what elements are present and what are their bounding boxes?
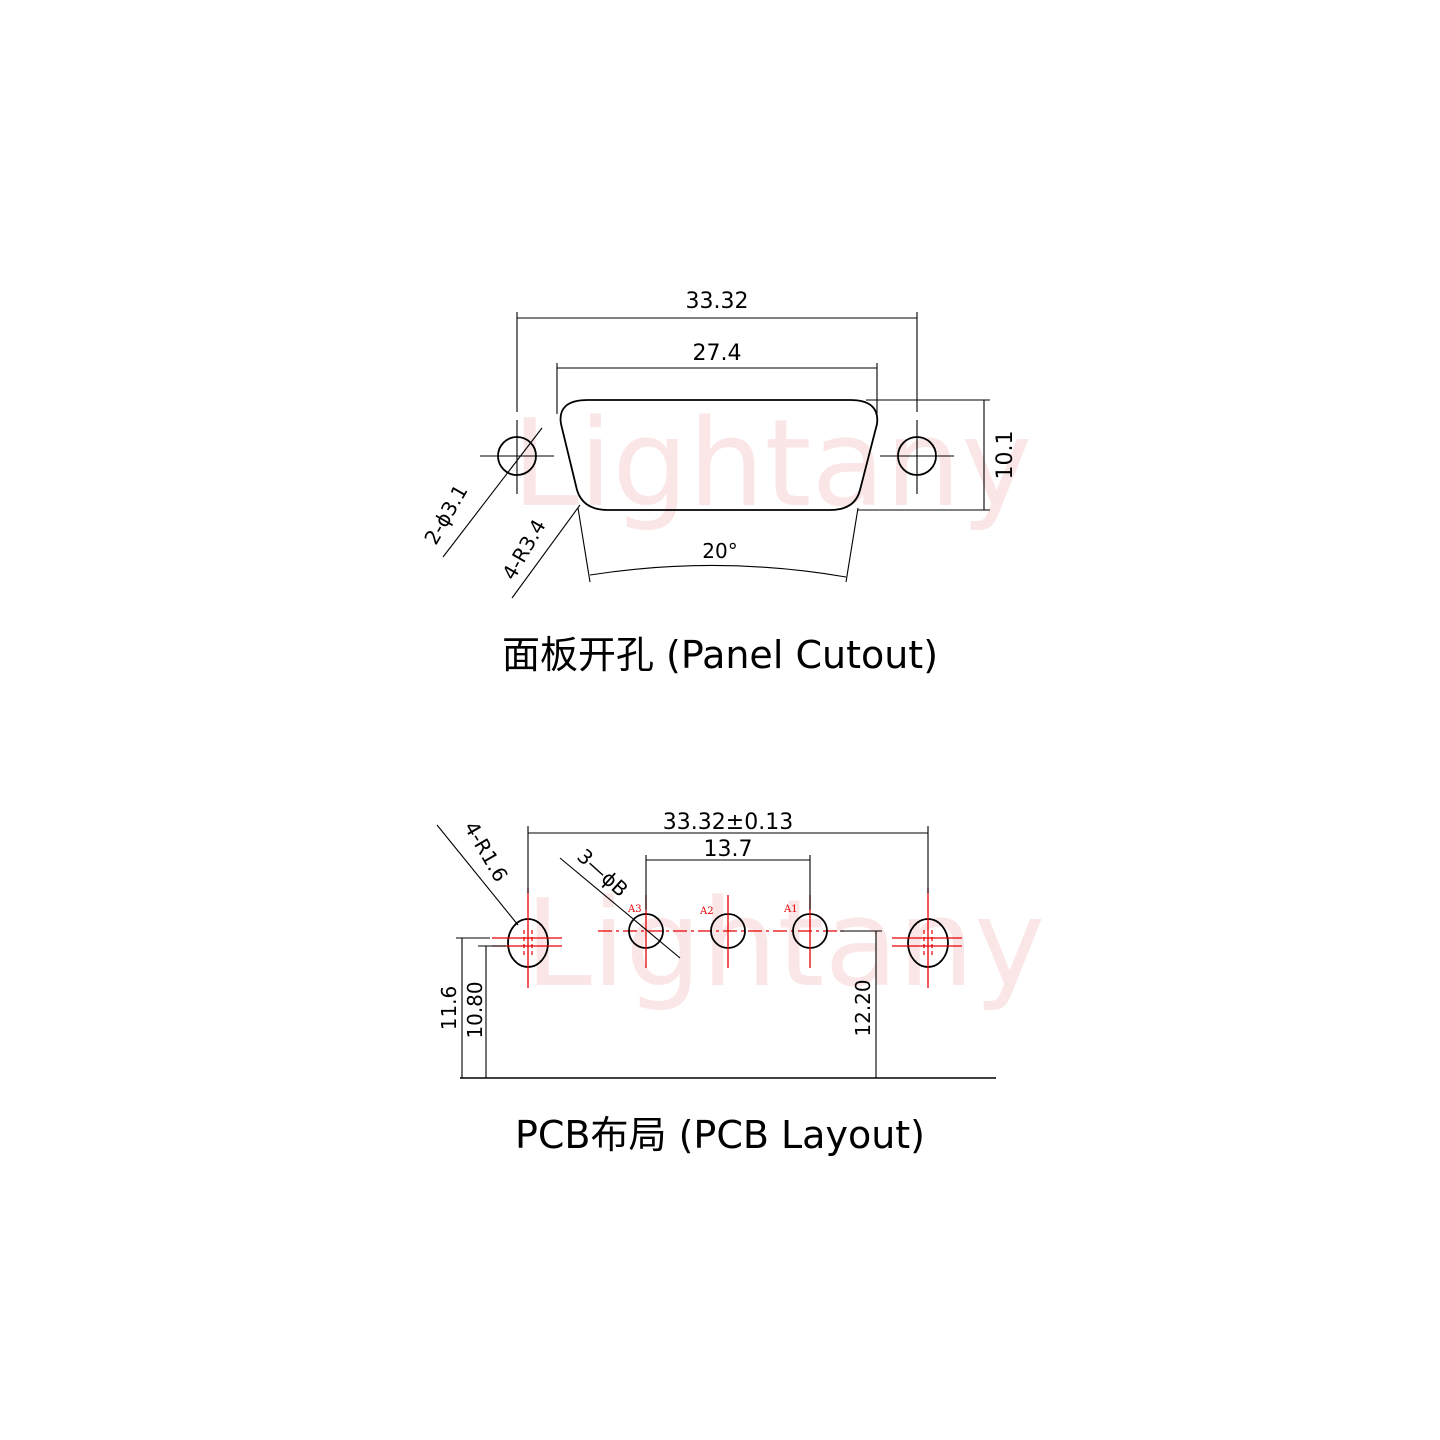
dim-pcb-radius: 4-R1.6 (459, 817, 513, 886)
dim-pin-height: 12.20 (851, 979, 875, 1036)
dim-pin-span: 13.7 (704, 837, 753, 862)
dim-cutout-width: 27.4 (693, 341, 742, 366)
pin-label-a1: A1 (783, 904, 798, 915)
dim-angle: 20° (702, 539, 737, 563)
pin-label-a3: A3 (627, 904, 642, 915)
caption-panel-cutout: 面板开孔 (Panel Cutout) (502, 633, 938, 677)
caption-pcb-layout: PCB布局 (PCB Layout) (515, 1113, 925, 1157)
d-cutout-outline (559, 399, 879, 511)
pcb-layout-view: A3 A2 A1 33.32±0.13 13.7 4-R1.6 3—ϕB 11.… (436, 810, 996, 1157)
dim-hole-diameter: 2-ϕ3.1 (419, 480, 472, 548)
dim-cutout-height: 10.1 (993, 431, 1018, 480)
panel-cutout-view: 33.32 27.4 10.1 2-ϕ3.1 4-R3.4 20° 面板开孔 (… (419, 289, 1018, 677)
dim-slot-height: 11.6 (437, 986, 461, 1031)
watermark-top: Lightany (512, 395, 1032, 534)
pin-label-a2: A2 (699, 906, 714, 917)
dim-slot-lower-height: 10.80 (463, 981, 487, 1038)
dim-pcb-overall: 33.32±0.13 (663, 810, 793, 835)
dim-corner-radius: 4-R3.4 (497, 515, 551, 584)
watermark-bottom: Lightany (525, 875, 1045, 1014)
dim-overall-width: 33.32 (686, 289, 749, 314)
